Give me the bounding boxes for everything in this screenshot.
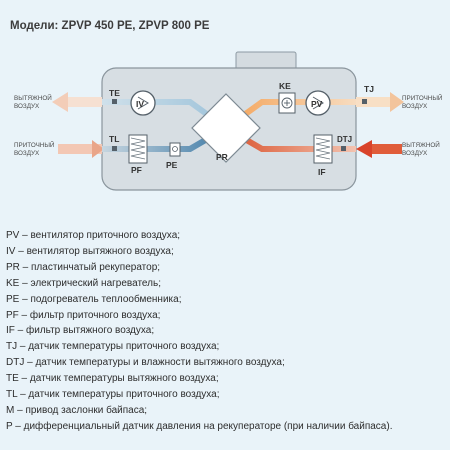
label-pe: PE — [166, 160, 178, 170]
sensor-dtj-icon — [341, 146, 346, 151]
side-label-right-bottom-2: ВОЗДУХ — [402, 150, 428, 157]
fan-iv-icon — [130, 90, 156, 116]
legend-item: PV – вентилятор приточного воздуха; — [6, 230, 181, 241]
sensor-tl-icon — [112, 146, 117, 151]
page-title: Модели: ZPVP 450 PE, ZPVP 800 PE — [10, 20, 210, 32]
label-iv: IV — [136, 99, 144, 109]
label-pr: PR — [216, 152, 228, 162]
label-dtj: DTJ — [337, 135, 352, 144]
side-label-right-top-1: ПРИТОЧНЫЙ — [402, 93, 443, 102]
sensor-te-icon — [112, 99, 117, 104]
fan-pv-icon — [305, 90, 331, 116]
arrow-supply-in-left — [58, 140, 104, 158]
side-label-left-bottom-1: ПРИТОЧНЫЙ — [14, 140, 55, 149]
legend-item: M – привод заслонки байпаса; — [6, 404, 148, 416]
legend-item: TJ – датчик температуры приточного возду… — [6, 341, 220, 353]
filter-if-icon — [313, 134, 333, 164]
legend-item: PF – фильтр приточного воздуха; — [6, 309, 161, 321]
label-pf: PF — [131, 165, 142, 175]
label-tl: TL — [109, 134, 119, 144]
preheater-pe-icon — [169, 142, 181, 157]
side-label-left-top-2: ВОЗДУХ — [14, 103, 40, 110]
label-tj: TJ — [364, 84, 374, 94]
label-if: IF — [318, 167, 326, 177]
legend-item: DTJ – датчик температуры и влажности выт… — [6, 357, 285, 369]
side-label-right-bottom-1: ВЫТЯЖНОЙ — [402, 140, 440, 149]
arrow-supply-out-right — [356, 92, 404, 112]
label-ke: KE — [279, 81, 291, 91]
side-label-left-bottom-2: ВОЗДУХ — [14, 150, 40, 157]
legend-item: P – дифференциальный датчик давления на … — [6, 420, 393, 432]
side-label-right-top-2: ВОЗДУХ — [402, 103, 428, 110]
label-pv: PV — [311, 99, 323, 109]
filter-pf-icon — [128, 134, 148, 164]
arrow-exhaust-out-left — [52, 92, 102, 112]
legend-item: PR – пластинчатый рекуператор; — [6, 261, 161, 273]
side-label-left-top-1: ВЫТЯЖНОЙ — [14, 93, 52, 102]
legend-item: IF – фильтр вытяжного воздуха; — [6, 325, 155, 337]
legend-item: IV – вентилятор вытяжного воздуха; — [6, 245, 174, 257]
ventilation-diagram: ВЫТЯЖНОЙ ВОЗДУХ ПРИТОЧНЫЙ ВОЗДУХ ПРИТОЧН… — [14, 51, 443, 191]
recuperator-pr — [191, 93, 261, 163]
sensor-tj-icon — [362, 99, 367, 104]
heater-ke-icon — [278, 92, 296, 114]
label-te: TE — [109, 88, 120, 98]
legend-list: PV – вентилятор приточного воздуха; IV –… — [6, 228, 446, 435]
legend-item: TE – датчик температуры вытяжного воздух… — [6, 373, 219, 385]
legend-item: TL – датчик температуры приточного возду… — [6, 389, 220, 401]
legend-item: KE – электрический нагреватель; — [6, 277, 161, 289]
legend-item: PE – подогреватель теплообменника; — [6, 293, 182, 305]
arrow-exhaust-in-right — [356, 140, 402, 158]
